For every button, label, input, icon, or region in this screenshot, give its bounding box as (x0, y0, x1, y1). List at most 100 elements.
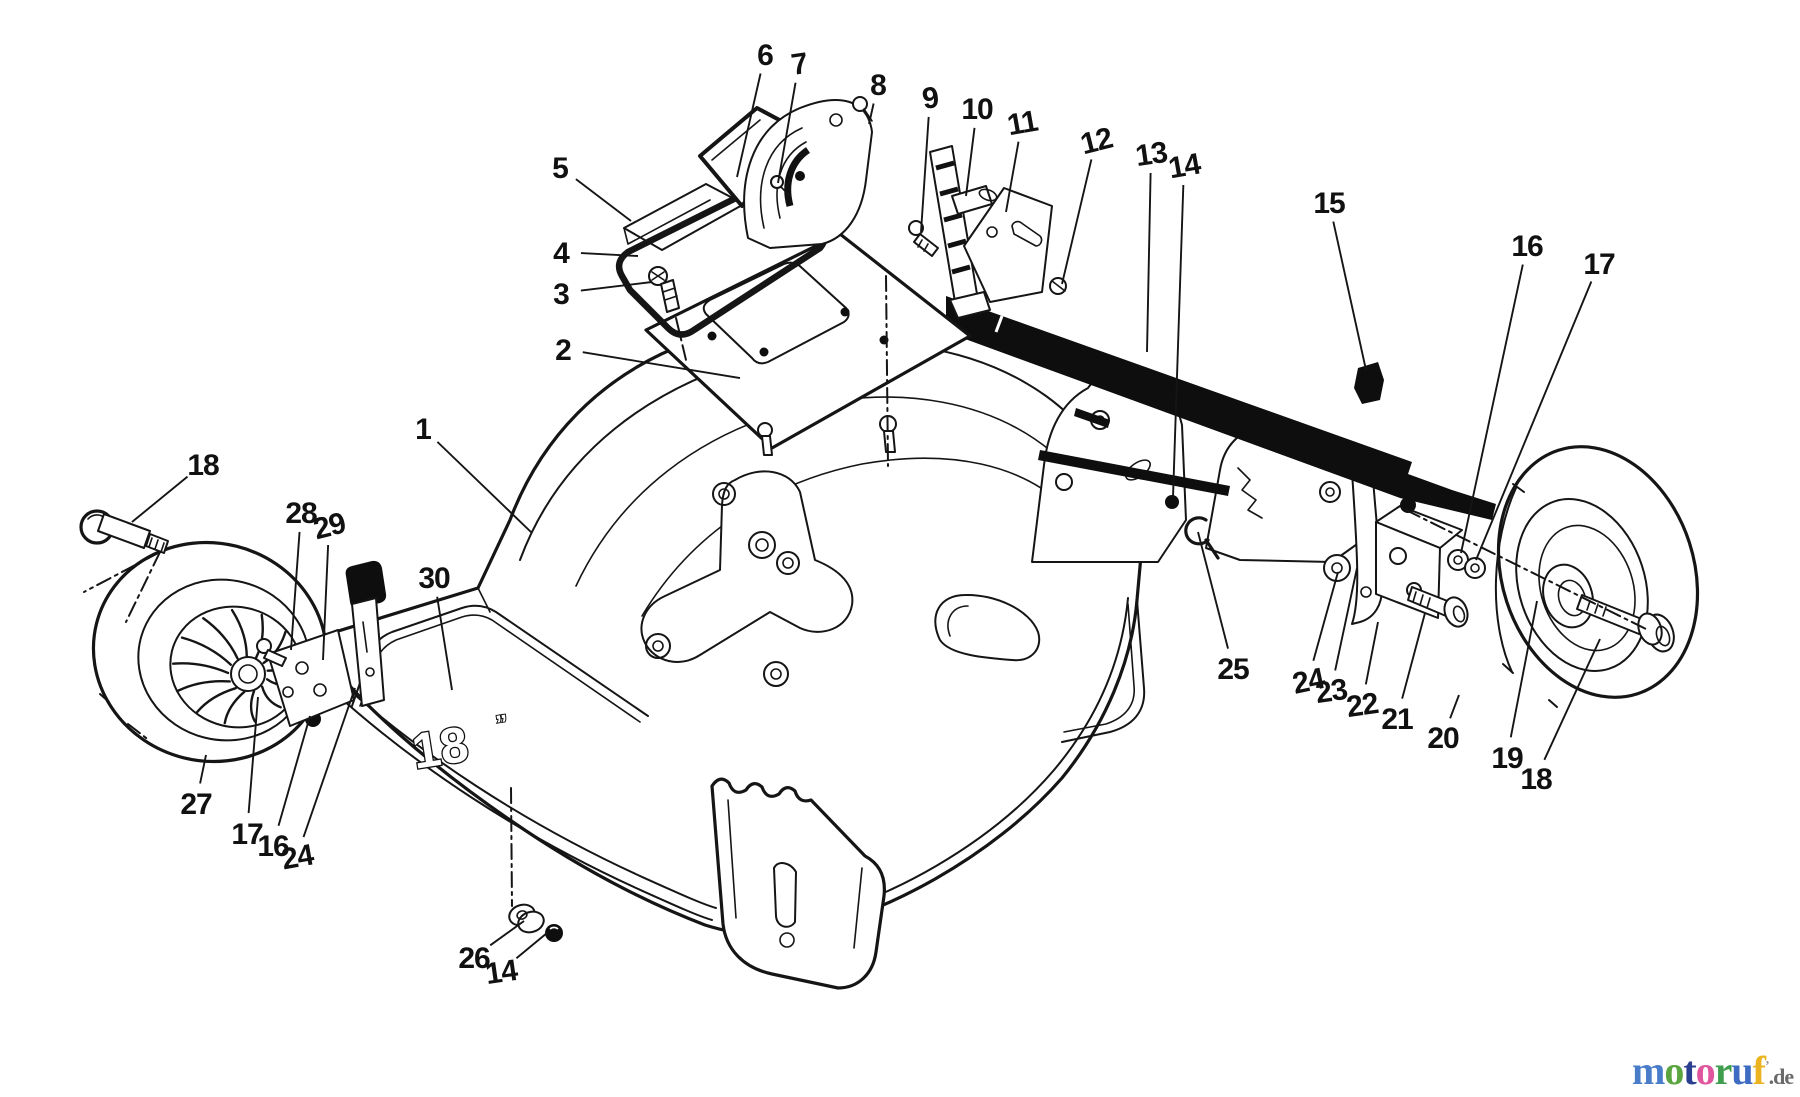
callout-16-31: 16 (257, 715, 311, 863)
left-wheel-spoke (230, 608, 248, 658)
callout-number-23-22: 23 (1313, 673, 1349, 710)
callout-21-20: 21 (1381, 612, 1426, 736)
callout-leader-4-3 (580, 252, 639, 257)
callout-number-18-17: 18 (1520, 763, 1552, 796)
callout-leader-14-13 (1172, 184, 1185, 498)
logo-mark: ’ (1765, 1059, 1770, 1074)
callout-8-7: 8 (868, 69, 887, 125)
callout-leader-23-22 (1334, 567, 1358, 671)
left-wheel-assembly (79, 509, 387, 764)
logo-letter-o: o (1695, 1048, 1716, 1093)
rear-plate-hole (1319, 481, 1341, 503)
callout-24-32: 24 (279, 687, 356, 876)
callout-17-30: 17 (231, 696, 264, 851)
callout-23-22: 23 (1313, 567, 1358, 710)
callout-16-15: 16 (1460, 230, 1544, 554)
front-nut-14 (545, 924, 563, 942)
washer-24 (1323, 554, 1351, 582)
blade-13 (946, 296, 1496, 520)
rear-arch-hole-2 (1055, 473, 1073, 491)
callout-number-1-0: 1 (415, 413, 431, 446)
callout-2-1: 2 (555, 334, 741, 379)
callout-leader-18-17 (1543, 638, 1601, 761)
callout-number-16-15: 16 (1511, 230, 1543, 263)
left-wheel-spoke (249, 689, 257, 723)
callout-leader-3-2 (580, 281, 653, 292)
front-washer-nut (508, 903, 563, 942)
chute-guard (743, 99, 873, 249)
deck-center-hole (748, 531, 776, 559)
right-axle-bolt (1576, 594, 1675, 653)
deck-center-boss (640, 470, 854, 663)
left-wheel-spoke (180, 636, 233, 666)
front-bumper-bracket (710, 777, 886, 990)
right-wheel-assembly (1494, 445, 1700, 699)
bracket-carriage-bolt (1400, 497, 1416, 513)
callout-number-15-14: 15 (1313, 187, 1345, 220)
bumper-outline (710, 777, 886, 990)
callout-leader-22-21 (1364, 621, 1379, 685)
rear-plate-hole-inner (1325, 487, 1335, 497)
callout-18-17: 18 (1520, 638, 1601, 796)
washers-16-17 (1447, 549, 1486, 579)
lever-knob (345, 560, 387, 609)
height-lever (345, 560, 387, 707)
callout-leader-5-4 (575, 178, 632, 222)
callout-leader-21-20 (1401, 612, 1426, 699)
callout-number-3-2: 3 (553, 278, 569, 311)
right-wheel-rim (1538, 524, 1636, 652)
callout-leader-17-16 (1475, 281, 1593, 561)
side-plate-11 (963, 187, 1053, 303)
blade-spacer-strip (1074, 408, 1110, 428)
deck-size-inches-mark: ” (494, 710, 510, 739)
callout-13-12: 13 (1133, 136, 1169, 353)
callout-number-13-12: 13 (1133, 136, 1169, 173)
callout-number-6-5: 6 (757, 39, 773, 72)
callout-leader-19-18 (1509, 600, 1538, 738)
deck-bolt-bosses (645, 482, 800, 687)
callout-leader-30-28 (436, 596, 453, 691)
callout-leader-24-23 (1312, 571, 1339, 661)
deck-dome-arc-3 (641, 457, 1065, 617)
nut-14 (1165, 495, 1179, 509)
callout-number-20-19: 20 (1427, 722, 1459, 755)
callout-17-16: 17 (1475, 248, 1616, 561)
screw-3 (648, 266, 680, 313)
right-tire-outer (1496, 445, 1700, 699)
callout-leader-25-24 (1197, 531, 1229, 649)
callout-7-6: 7 (777, 47, 810, 184)
upper-plate-cluster (615, 96, 1067, 456)
clip-15 (1354, 362, 1384, 404)
callout-6-5: 6 (736, 39, 774, 178)
deck-size-text: 18 (408, 716, 472, 780)
left-hub-inner (238, 664, 258, 684)
callout-leader-24-32 (302, 687, 356, 838)
left-wheel-spoke (196, 686, 237, 714)
callout-leader-15-14 (1332, 221, 1367, 371)
callout-25-24: 25 (1197, 531, 1250, 686)
cover-plate-5 (623, 183, 745, 251)
deck-kidney-inner (947, 605, 969, 637)
wheel-bracket-hole-1 (1389, 547, 1407, 565)
shoulder-bolt-21 (1407, 586, 1469, 628)
callout-number-17-30: 17 (231, 818, 263, 851)
callout-30-28: 30 (418, 562, 453, 691)
logo-letter-r: r (1714, 1048, 1733, 1093)
right-tire-tread (1494, 487, 1517, 673)
logo-letter-o: o (1664, 1048, 1684, 1093)
logo-letter-t: t (1683, 1048, 1696, 1093)
cover-plate-5-edge (623, 199, 711, 245)
deck-panel-crease (477, 587, 491, 613)
rod-ladder (935, 160, 971, 275)
bumper-inner-lines (727, 799, 863, 949)
deck-rear-corner-inner (1063, 603, 1135, 733)
callout-leader-7-6 (777, 82, 797, 184)
left-hub (230, 656, 266, 692)
callout-leader-28-26 (290, 531, 301, 651)
callout-number-26-33: 26 (458, 942, 490, 975)
lever-slot (362, 621, 368, 653)
callout-number-25-24: 25 (1217, 653, 1249, 686)
deflector-crease (711, 119, 761, 161)
left-wheel-spoke (202, 617, 239, 660)
